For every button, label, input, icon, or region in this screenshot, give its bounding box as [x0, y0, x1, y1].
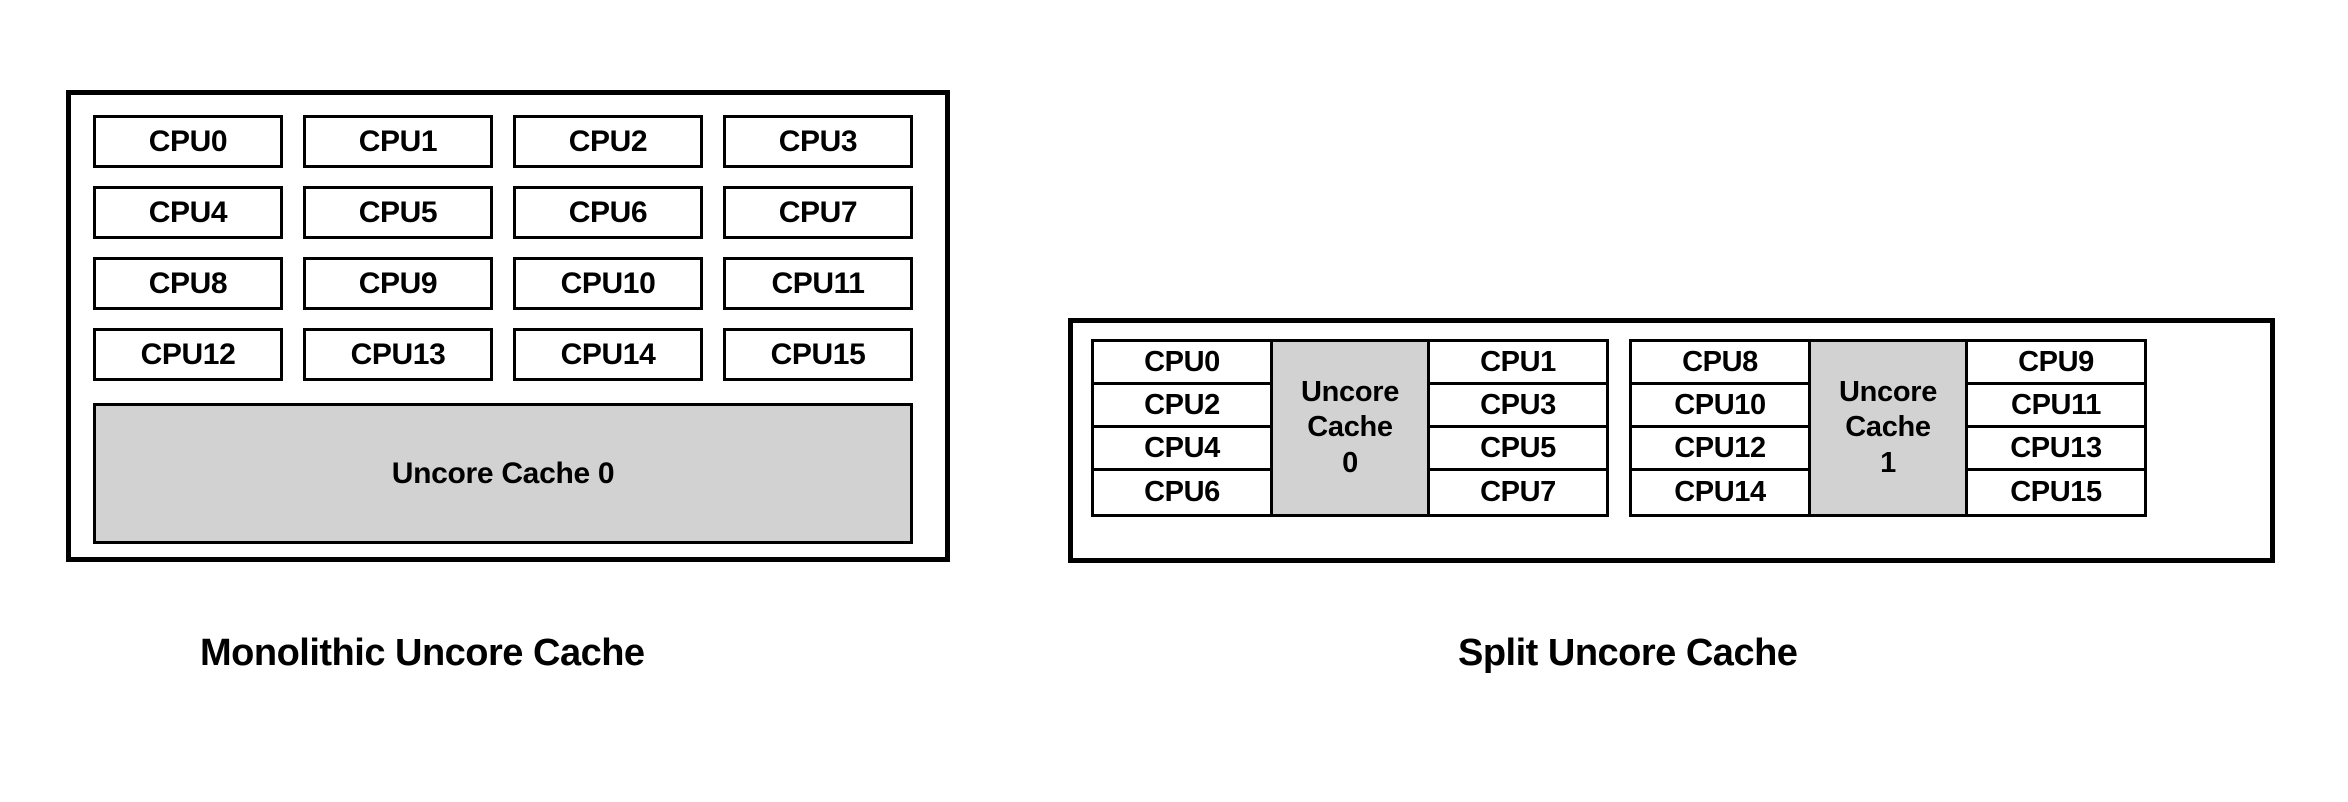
uncore-cache-label-line: Uncore [1300, 375, 1400, 408]
cpu-box: CPU8 [93, 257, 283, 310]
cpu-cluster: CPU0 CPU2 CPU4 CPU6 Uncore Cache 0 CPU1 … [1091, 339, 1609, 517]
uncore-cache-block: Uncore Cache 0 [1270, 342, 1430, 514]
cpu-box: CPU14 [513, 328, 703, 381]
cpu-box: CPU10 [513, 257, 703, 310]
cpu-column-left: CPU0 CPU2 CPU4 CPU6 [1094, 342, 1270, 514]
uncore-cache-index: 1 [1880, 446, 1896, 479]
split-uncore-panel: CPU0 CPU2 CPU4 CPU6 Uncore Cache 0 CPU1 … [1068, 318, 2275, 563]
cpu-box: CPU12 [1632, 428, 1808, 471]
cpu-column-left: CPU8 CPU10 CPU12 CPU14 [1632, 342, 1808, 514]
cpu-box: CPU9 [1968, 342, 2144, 385]
monolithic-cpu-grid: CPU0 CPU1 CPU2 CPU3 CPU4 CPU5 CPU6 CPU7 … [93, 115, 913, 381]
cpu-box: CPU3 [1430, 385, 1606, 428]
uncore-cache-label-line: Cache [1845, 411, 1931, 444]
cpu-box: CPU3 [723, 115, 913, 168]
uncore-cache-label-line: Uncore [1838, 375, 1938, 408]
cpu-box: CPU12 [93, 328, 283, 381]
cpu-box: CPU11 [723, 257, 913, 310]
cpu-box: CPU5 [303, 186, 493, 239]
cpu-box: CPU1 [303, 115, 493, 168]
monolithic-uncore-panel: CPU0 CPU1 CPU2 CPU3 CPU4 CPU5 CPU6 CPU7 … [66, 90, 950, 562]
cpu-box: CPU7 [1430, 471, 1606, 514]
cpu-box: CPU9 [303, 257, 493, 310]
uncore-cache-block: Uncore Cache 0 [93, 403, 913, 544]
cpu-box: CPU0 [93, 115, 283, 168]
cpu-box: CPU6 [513, 186, 703, 239]
split-caption: Split Uncore Cache [1458, 632, 1798, 674]
cpu-box: CPU5 [1430, 428, 1606, 471]
split-cluster-row: CPU0 CPU2 CPU4 CPU6 Uncore Cache 0 CPU1 … [1091, 339, 2147, 517]
cpu-box: CPU2 [1094, 385, 1270, 428]
cpu-box: CPU13 [1968, 428, 2144, 471]
cpu-box: CPU11 [1968, 385, 2144, 428]
cpu-box: CPU0 [1094, 342, 1270, 385]
uncore-cache-block: Uncore Cache 1 [1808, 342, 1968, 514]
cpu-box: CPU1 [1430, 342, 1606, 385]
cpu-box: CPU7 [723, 186, 913, 239]
cpu-box: CPU14 [1632, 471, 1808, 514]
cpu-box: CPU10 [1632, 385, 1808, 428]
cpu-box: CPU15 [1968, 471, 2144, 514]
cpu-box: CPU13 [303, 328, 493, 381]
uncore-cache-index: 0 [1342, 446, 1358, 479]
monolithic-caption: Monolithic Uncore Cache [200, 632, 645, 674]
cpu-box: CPU4 [1094, 428, 1270, 471]
cpu-box: CPU2 [513, 115, 703, 168]
cpu-column-right: CPU1 CPU3 CPU5 CPU7 [1430, 342, 1606, 514]
cpu-box: CPU6 [1094, 471, 1270, 514]
cpu-box: CPU15 [723, 328, 913, 381]
uncore-cache-label-line: Cache [1307, 411, 1393, 444]
cpu-column-right: CPU9 CPU11 CPU13 CPU15 [1968, 342, 2144, 514]
cpu-box: CPU4 [93, 186, 283, 239]
cpu-box: CPU8 [1632, 342, 1808, 385]
cpu-cluster: CPU8 CPU10 CPU12 CPU14 Uncore Cache 1 CP… [1629, 339, 2147, 517]
